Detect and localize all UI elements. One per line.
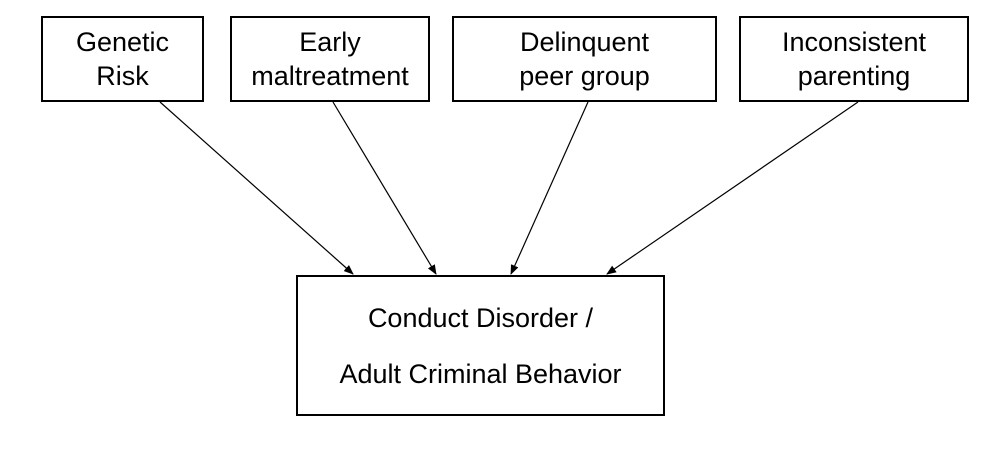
node-label-line: Risk	[96, 61, 149, 91]
node-label-line: Genetic	[75, 27, 170, 57]
node-label-line: Delinquent	[519, 27, 650, 57]
outcome-label-line: Adult Criminal Behavior	[339, 358, 622, 389]
node-label-line: Inconsistent	[781, 27, 927, 57]
node-label-line: peer group	[519, 61, 650, 91]
arrow-peer-to-outcome	[510, 101, 589, 275]
node-label-line: Early	[299, 27, 361, 57]
node-outcome: Conduct Disorder / Adult Criminal Behavi…	[296, 275, 665, 416]
node-early-maltreatment: Early maltreatment	[230, 16, 430, 102]
outcome-label-line: Conduct Disorder /	[367, 302, 594, 333]
arrow-parenting-to-outcome	[606, 101, 859, 275]
node-label-line: maltreatment	[251, 61, 409, 91]
node-genetic-risk: Genetic Risk	[41, 16, 204, 102]
node-label-line: parenting	[797, 61, 911, 91]
node-inconsistent-parenting: Inconsistent parenting	[739, 16, 969, 102]
arrow-genetic-to-outcome	[159, 101, 354, 275]
arrow-maltreatment-to-outcome	[332, 101, 437, 275]
node-delinquent-peer-group: Delinquent peer group	[452, 16, 717, 102]
